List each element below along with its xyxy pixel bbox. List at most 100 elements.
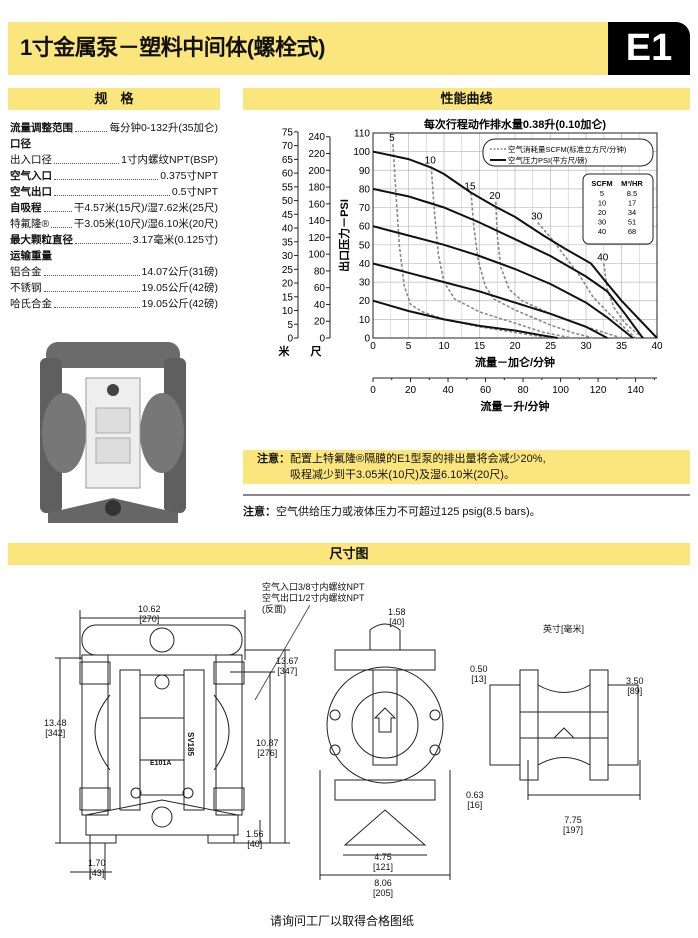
spec-label: 空气出口 [10,186,52,198]
y-tick-label: 0 [364,334,370,345]
dimension-inches: 1.58 [388,607,406,617]
air-consumption-curve [603,263,645,339]
secondary-y-tick-label: 40 [282,224,294,235]
dimension-mm: [16] [467,800,483,810]
performance-heading: 性能曲线 [243,88,690,110]
divider [243,494,690,496]
air-curve-label: 5 [389,133,395,144]
dimension-inches: 10.87 [256,738,279,748]
secondary-y-tick-label: 180 [308,183,325,194]
spec-label: 口径 [10,138,31,150]
table-cell: 68 [628,227,636,236]
chart-title: 每次行程动作排水量0.38升(0.10加仑) [424,117,606,131]
dimension-label: 1.70[43] [88,858,106,878]
footer-note: 请询问工厂以取得合格图纸 [270,914,415,928]
secondary-x-tick-label: 40 [442,385,454,396]
secondary-y-tick-label: 35 [282,237,294,248]
secondary-y-tick-label: 120 [308,233,325,244]
spec-value: 每分钟0-132升(35加仑) [109,122,218,134]
dimension-label: 1.58[40] [388,607,406,627]
secondary-y-tick-label: 65 [282,155,294,166]
model-badge: E1 [608,22,690,75]
air-curve-label: 30 [531,211,543,222]
x-tick-label: 5 [406,341,412,352]
secondary-y-tick-label: 200 [308,166,325,177]
air-curve-label: 15 [464,182,476,193]
front-view-drawing [55,604,310,880]
dimension-label: 13.67[347] [276,656,299,676]
plot-frame [372,132,658,339]
secondary-y-tick-label: 160 [308,199,325,210]
secondary-x-tick-label: 0 [370,385,376,396]
dimension-inches: 10.62 [138,604,161,614]
table-cell: 10 [598,199,606,208]
secondary-y-tick-label: 0 [319,334,325,345]
leader-dots [54,184,170,196]
secondary-x-tick-label: 120 [590,385,607,396]
dimension-inches: 1.70 [88,858,106,868]
table-cell: 51 [628,218,636,227]
dimension-label: 3.50[89] [626,676,644,696]
y-tick-label: 60 [359,222,371,233]
spec-label: 流量调整范围 [10,122,73,134]
dimension-inches: 13.48 [44,718,67,728]
air-pressure-curve [372,225,634,339]
spec-value: 19.05公斤(42磅) [141,298,218,310]
secondary-y-tick-label: 240 [308,132,325,143]
dimension-mm: [205] [373,888,394,898]
y-tick-label: 110 [354,129,370,140]
secondary-x-tick-label: 20 [405,385,417,396]
side-view-drawing [319,623,451,880]
model-mark: SV185 [186,732,195,757]
air-consumption-curve [470,192,594,339]
leader-dots [54,296,140,308]
secondary-x-tick-label: 100 [552,385,569,396]
spec-row: 运输重量 [10,248,218,264]
dimension-mm: [40] [389,617,405,627]
table-header: SCFM [591,179,612,188]
secondary-y-tick-label: 20 [314,317,326,328]
dimension-label: 0.50[13] [470,664,488,684]
y-tick-label: 50 [359,240,371,251]
legend-box [482,138,654,167]
table-cell: 30 [598,218,606,227]
spec-label: 自吸程 [10,202,42,214]
specs-heading: 规 格 [8,88,220,110]
dimension-inches: 0.63 [466,790,484,800]
secondary-y-tick-label: 80 [314,266,326,277]
spec-label: 特氟隆® [10,218,50,230]
x-tick-label: 25 [545,341,557,352]
x-axis-title: 流量－加仑/分钟 [475,355,555,369]
dimension-mm: [270] [139,614,160,624]
air-curve-label: 20 [489,191,501,202]
secondary-x-axis-title: 流量－升/分钟 [480,399,549,413]
spec-label: 出入口径 [10,154,52,166]
dimension-mm: [121] [373,862,394,872]
spec-value: 19.05公斤(42磅) [141,282,218,294]
dimension-mm: [89] [627,686,643,696]
table-cell: 17 [628,199,636,208]
spec-value: 干3.05米(10尺)/湿6.10米(20尺) [73,218,218,230]
table-cell: 5 [600,189,604,198]
dimension-label: 0.63[16] [466,790,484,810]
spec-value: 干4.57米(15尺)/湿7.62米(25尺) [73,202,218,214]
dimension-mm: [342] [45,728,66,738]
secondary-y-tick-label: 60 [282,169,294,180]
y-tick-label: 30 [359,278,371,289]
dimension-inches: 13.67 [276,656,299,666]
pressure-note: 注意：空气供给压力或液体压力不可超过125 psig(8.5 bars)。 [243,504,541,520]
secondary-y-tick-label: 100 [308,250,325,261]
leader-dots [43,200,72,212]
leader-dots [54,152,120,164]
dimension-inches: 1.56 [246,829,264,839]
secondary-y-tick-label: 15 [282,292,294,303]
secondary-x-tick-label: 60 [480,385,492,396]
dimension-inches: 7.75 [564,815,582,825]
spec-value: 3.17毫米(0.125寸) [132,234,218,246]
dimension-mm: [276] [257,748,278,758]
